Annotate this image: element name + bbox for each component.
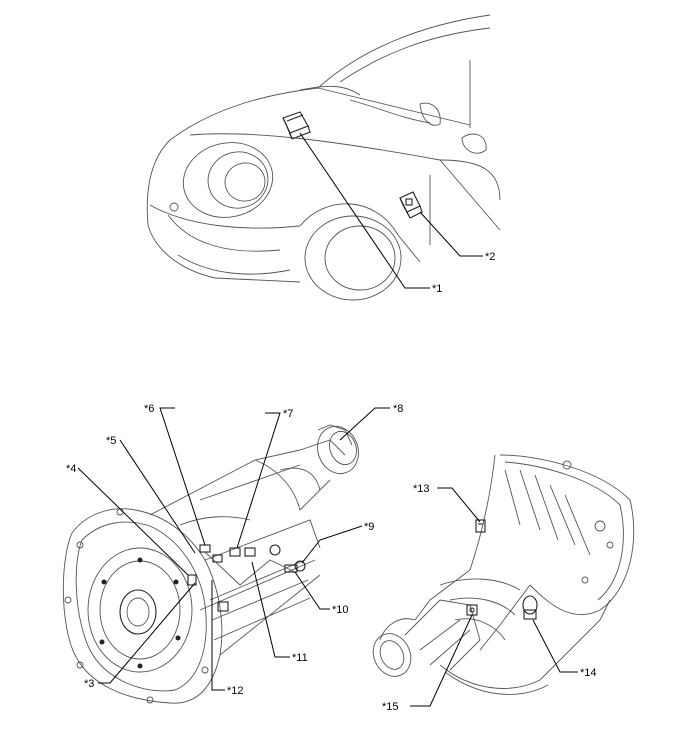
callout-11: *11 — [292, 652, 308, 664]
callout-5: *5 — [106, 435, 116, 447]
callout-1: *1 — [432, 283, 442, 295]
callout-2: *2 — [485, 251, 495, 263]
transmission-right-illustration — [372, 454, 635, 707]
ecm-box-1 — [282, 111, 311, 140]
callout-4: *4 — [66, 463, 76, 475]
sensor-14 — [522, 595, 538, 620]
callout-3: *3 — [84, 678, 94, 690]
callout-6: *6 — [144, 403, 154, 415]
callout-7: *7 — [283, 408, 293, 420]
callout-13: *13 — [413, 483, 430, 495]
sensor-13 — [475, 519, 486, 533]
callout-12: *12 — [227, 685, 244, 697]
transmission-left-illustration — [62, 407, 390, 704]
callout-14: *14 — [580, 667, 597, 679]
callout-10: *10 — [332, 604, 349, 616]
sensor-box-2 — [399, 191, 423, 219]
callout-9: *9 — [364, 521, 374, 533]
callout-15: *15 — [382, 701, 399, 713]
vehicle-illustration — [146, 14, 501, 301]
callout-8: *8 — [393, 403, 403, 415]
